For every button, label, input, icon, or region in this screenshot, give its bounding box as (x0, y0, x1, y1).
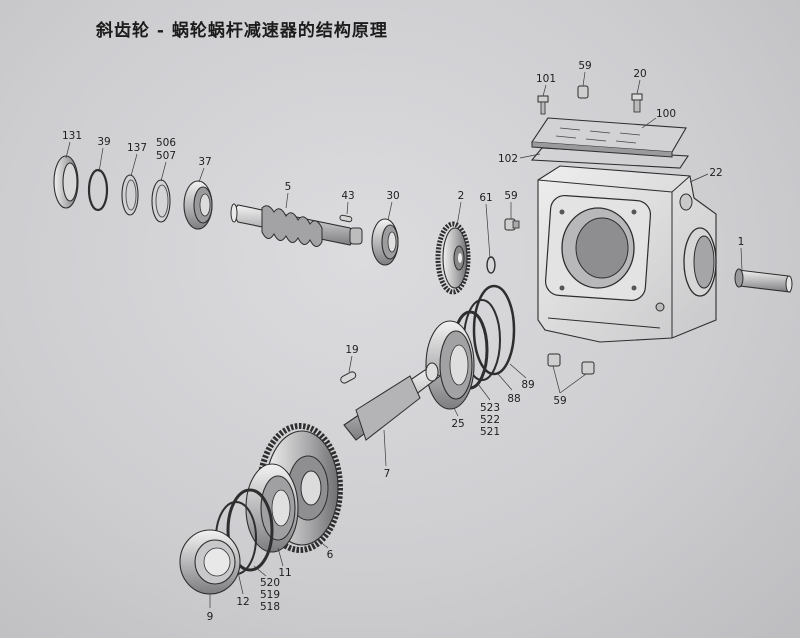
callout-39: 39 (97, 136, 110, 148)
callout-59-top: 59 (504, 190, 517, 202)
seal-89 (472, 284, 516, 376)
callout-7: 7 (384, 468, 391, 480)
callout-6: 6 (327, 549, 334, 561)
seal-ring-131 (53, 155, 79, 209)
callout-37: 37 (198, 156, 211, 168)
callout-101: 101 (536, 73, 556, 85)
bearing-37 (183, 180, 213, 230)
callout-89: 89 (521, 379, 534, 391)
housing-22 (537, 165, 717, 343)
callout-519: 519 (260, 589, 280, 601)
callout-59-drain: 59 (553, 395, 566, 407)
shim-rings-518-520 (226, 488, 274, 572)
callout-30: 30 (386, 190, 399, 202)
seal-ring-9 (179, 529, 241, 595)
bearing-11 (245, 463, 299, 553)
spacer-ring-137 (121, 174, 139, 216)
plug-59-top (504, 218, 520, 231)
callout-518: 518 (260, 601, 280, 613)
callout-9: 9 (207, 611, 214, 623)
callout-12: 12 (236, 596, 249, 608)
callout-25: 25 (451, 418, 464, 430)
callout-88: 88 (507, 393, 520, 405)
bolt-101 (537, 95, 549, 115)
callout-11: 11 (278, 567, 291, 579)
bearing-25 (425, 320, 475, 410)
input-shaft-1 (734, 268, 793, 293)
cover-plate-100 (531, 117, 687, 158)
worm-shaft-5 (230, 203, 363, 247)
leader-lines (65, 71, 743, 608)
callout-523: 523 (480, 402, 500, 414)
callout-59-cover: 59 (578, 60, 591, 72)
callout-521: 521 (480, 426, 500, 438)
callout-102: 102 (498, 153, 518, 165)
callout-506: 506 (156, 137, 176, 149)
callout-520: 520 (260, 577, 280, 589)
callout-131: 131 (62, 130, 82, 142)
callout-43: 43 (341, 190, 354, 202)
callout-labels: 131 39 137 506 507 37 5 43 30 2 61 59 10… (62, 60, 744, 623)
snap-ring-39 (87, 168, 109, 212)
callout-20: 20 (633, 68, 646, 80)
callout-61: 61 (479, 192, 492, 204)
breather-20 (631, 93, 643, 113)
key-43 (339, 214, 353, 223)
drain-plugs-59 (547, 353, 595, 375)
callout-522: 522 (480, 414, 500, 426)
callout-19: 19 (345, 344, 358, 356)
plug-59-cover (577, 85, 589, 99)
helical-gear-2 (435, 221, 471, 295)
callout-137: 137 (127, 142, 147, 154)
callout-507: 507 (156, 150, 176, 162)
callout-1: 1 (738, 236, 745, 248)
output-shaft-7 (343, 362, 441, 441)
bearing-30 (371, 218, 399, 266)
callout-2: 2 (458, 190, 465, 202)
callout-22: 22 (709, 167, 722, 179)
callout-5: 5 (285, 181, 292, 193)
callout-100: 100 (656, 108, 676, 120)
circlip-61 (486, 256, 496, 274)
diagram-title: 斜齿轮 - 蜗轮蜗杆减速器的结构原理 (96, 21, 388, 41)
shim-rings-506-507 (151, 179, 171, 223)
key-19 (340, 371, 357, 384)
